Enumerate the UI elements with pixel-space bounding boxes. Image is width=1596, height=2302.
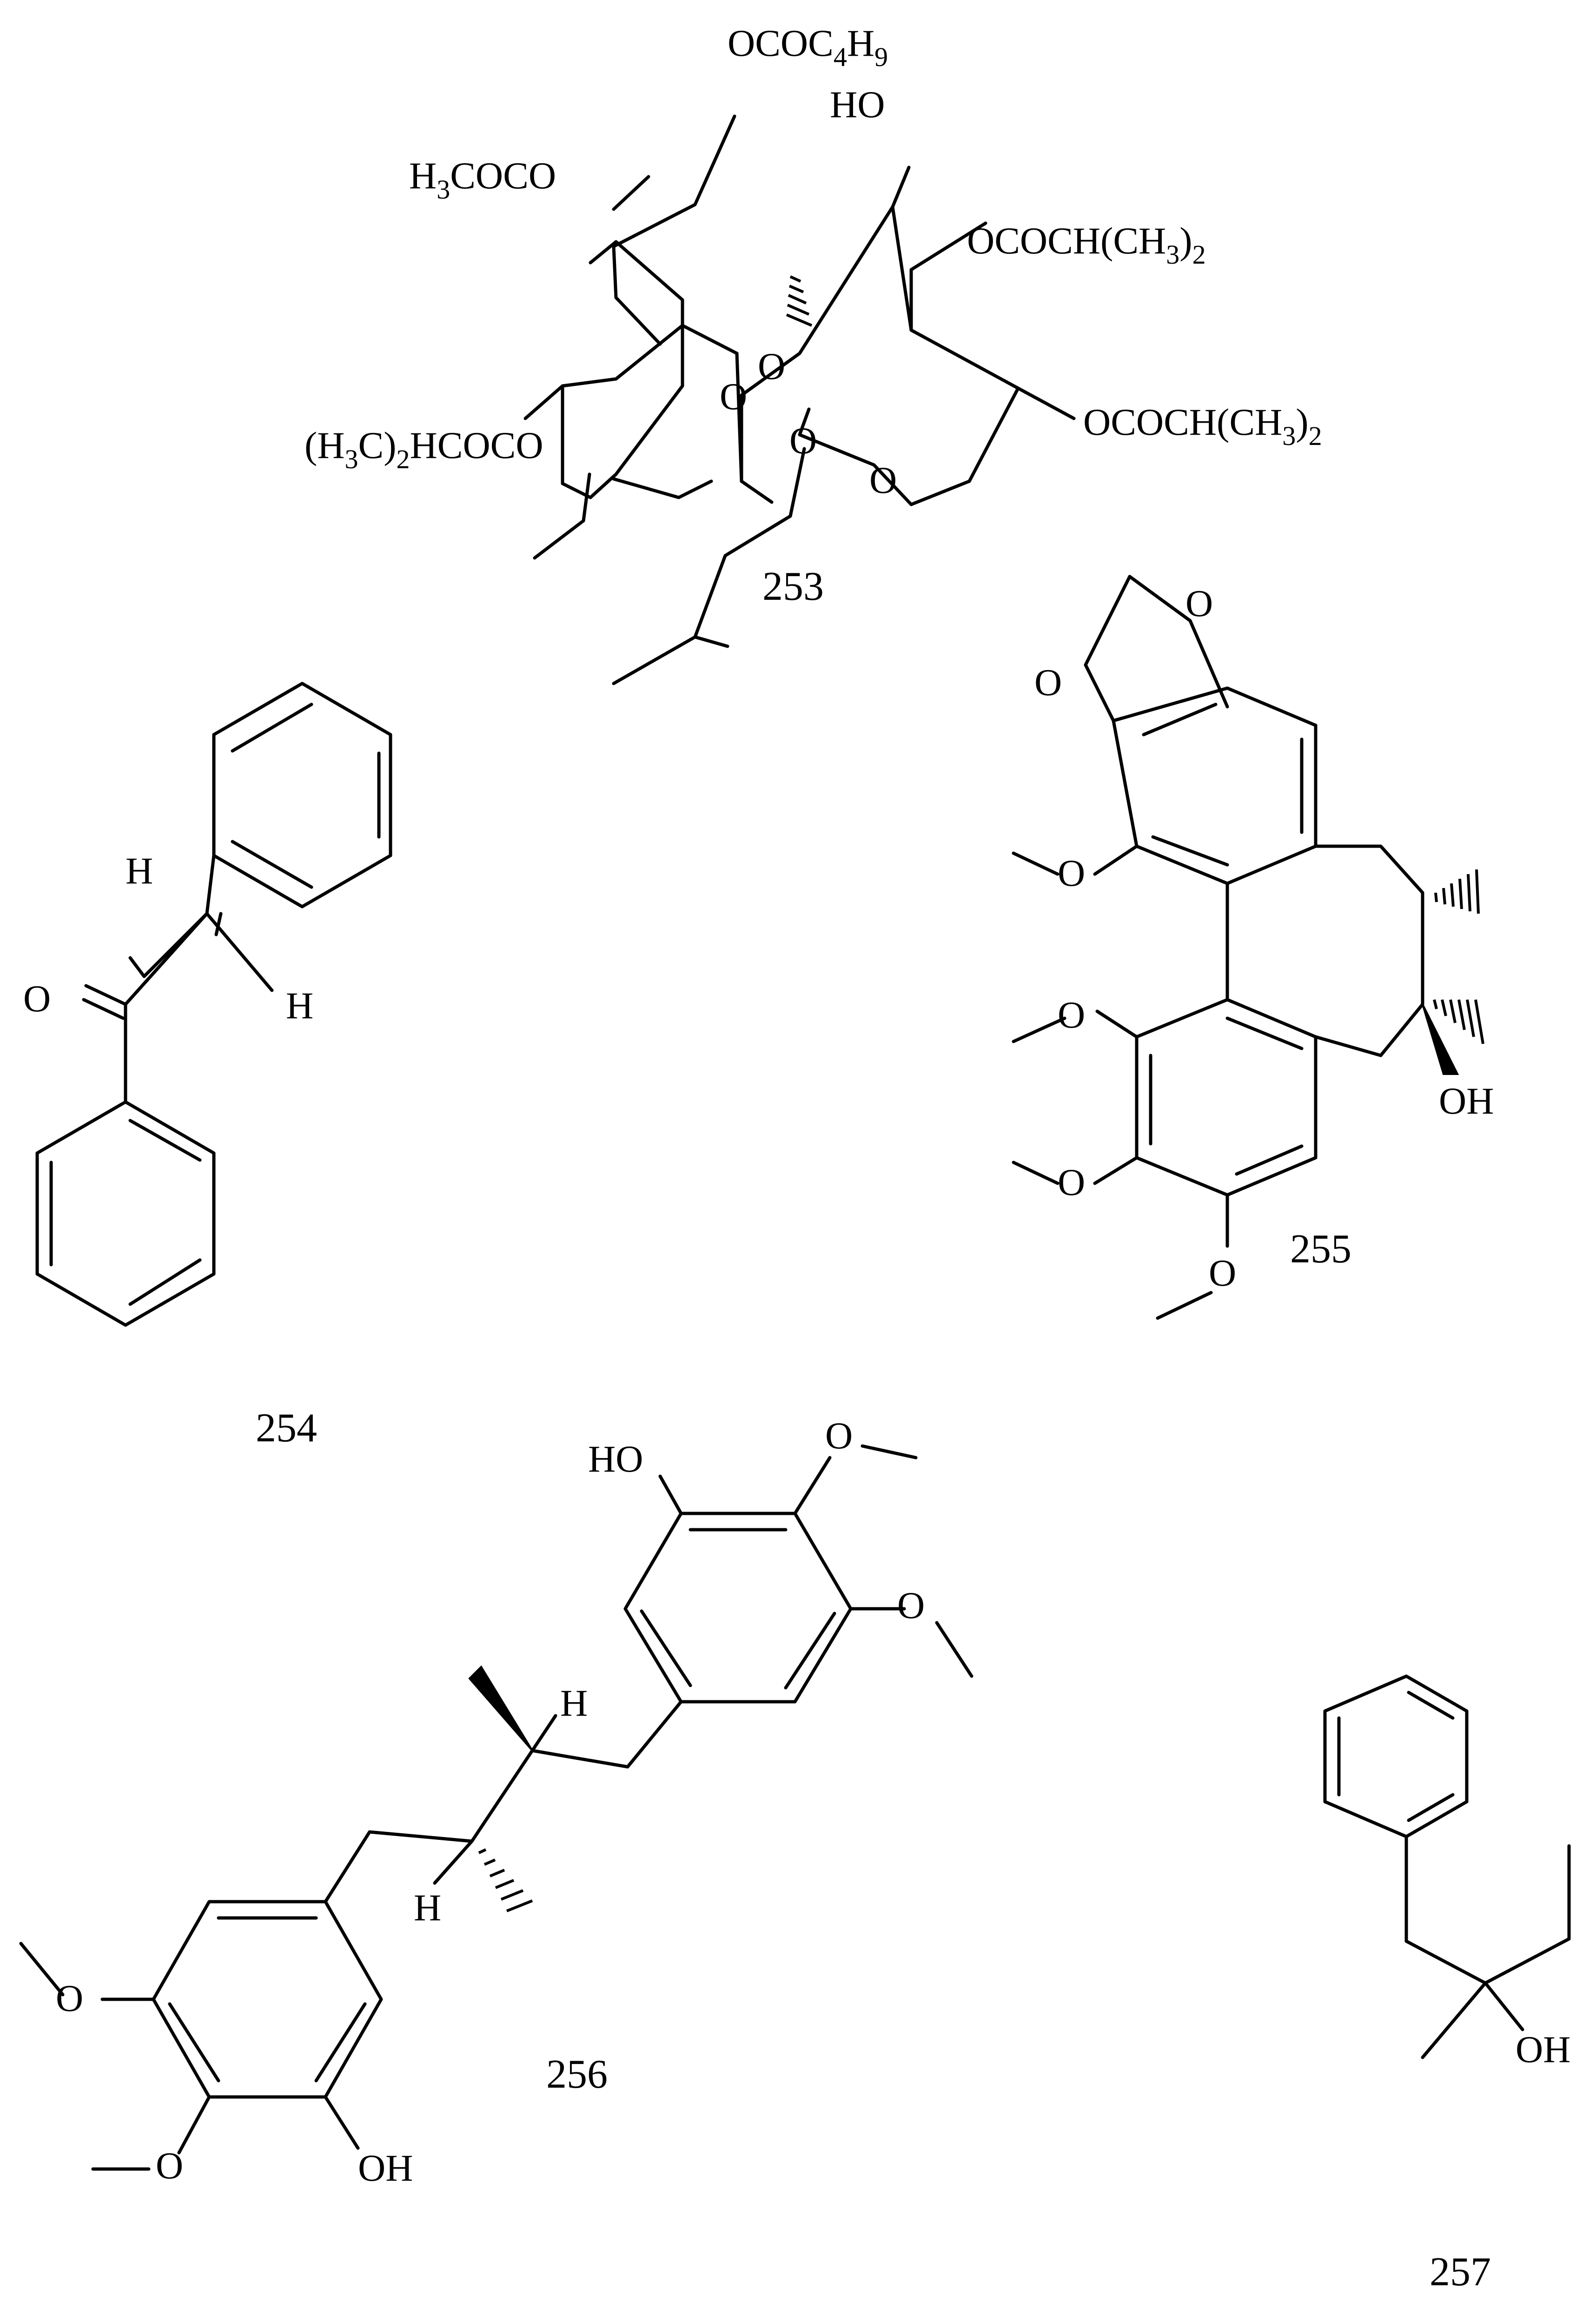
label-h-lower: H (414, 1886, 441, 1929)
label-h3c2hcoco: (H3C)2HCOCO (305, 424, 543, 474)
label-ococh-top: OCOCH(CH3)2 (967, 219, 1206, 270)
label-oh-256: OH (358, 2147, 413, 2189)
compound-257: OH 257 (1323, 1674, 1571, 2295)
compound-255: O O O O O O OH 255 (1012, 575, 1494, 1320)
label-ho-256: HO (588, 1438, 643, 1480)
label-o-top1: O (825, 1414, 853, 1457)
label-o-top2: O (897, 1584, 925, 1626)
compound-256: HO O O H H O O OH 256 (19, 1414, 973, 2189)
label-h-upper: H (560, 1682, 588, 1724)
label-o-ring-right: O (869, 459, 897, 501)
label-h-top: H (126, 849, 153, 892)
label-h-right: H (286, 984, 313, 1027)
label-o-butyl: O (789, 419, 817, 462)
compound-number-257: 257 (1430, 2249, 1491, 2295)
label-oh-255: OH (1439, 1080, 1494, 1122)
label-o-ome1: O (1058, 852, 1085, 894)
label-oh-257: OH (1516, 2028, 1570, 2070)
label-o-carbonyl: O (23, 977, 51, 1020)
compound-number-254: 254 (256, 1406, 317, 1451)
label-o-ring-left: O (720, 375, 747, 418)
label-o-ome3: O (1058, 1161, 1085, 1203)
label-ococ4h9: OCOC4H9 (728, 22, 888, 72)
compound-number-256: 256 (546, 2052, 608, 2097)
label-h3coco: H3COCO (409, 154, 556, 205)
label-o-md2: O (1034, 661, 1062, 703)
label-o-bot2: O (156, 2144, 183, 2187)
label-o-ome4: O (1209, 1252, 1236, 1294)
compound-number-253: 253 (762, 564, 824, 609)
compound-number-255: 255 (1290, 1227, 1351, 1272)
label-ho-253: HO (830, 83, 885, 126)
label-ococh-right: OCOCH(CH3)2 (1083, 401, 1322, 451)
label-o-ome2: O (1058, 994, 1085, 1036)
label-o-glyco: O (758, 345, 785, 387)
compound-254: H H O 254 (23, 682, 392, 1451)
label-o-bot1: O (56, 1977, 83, 2019)
compound-253: OCOC4H9 HO H3COCO OCOCH(CH3)2 (H3C)2HCOC… (305, 22, 1322, 685)
label-o-md1: O (1185, 582, 1213, 624)
